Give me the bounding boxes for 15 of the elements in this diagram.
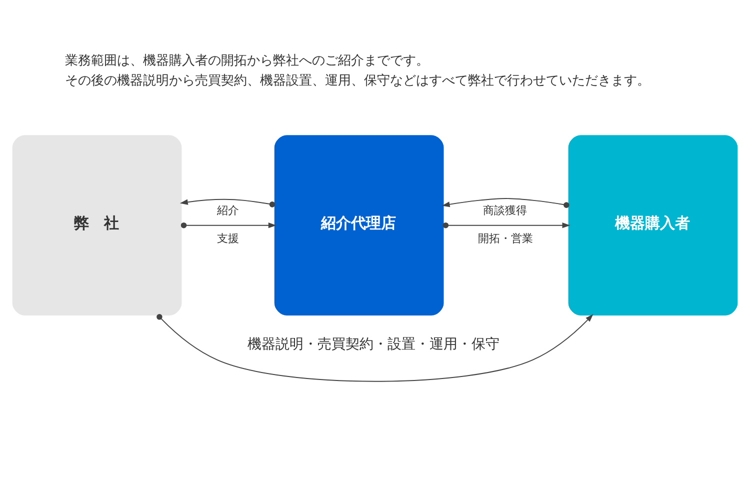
arrow [180, 198, 276, 208]
node-box: 機器購入者 [568, 135, 738, 316]
node-box: 紹介代理店 [274, 135, 444, 316]
edge-label: 紹介 [217, 204, 240, 218]
edge-label: 機器説明・売買契約・設置・運用・保守 [247, 336, 500, 353]
label: 業務範囲は、機器購入者の開拓から弊社へのご紹介までです。 [65, 53, 430, 68]
arrow [180, 222, 276, 228]
edge-label: 商談獲得 [483, 204, 528, 218]
label: その後の機器説明から売買契約、機器設置、運用、保守などはすべて弊社で行わせていただきます。 [65, 73, 650, 88]
edge-label: 支援 [217, 232, 240, 246]
arrow [442, 198, 570, 208]
node-box: 弊 社 [12, 135, 182, 316]
edge-label: 開拓・営業 [478, 232, 534, 246]
arrow [442, 222, 570, 228]
arrow [156, 314, 594, 382]
